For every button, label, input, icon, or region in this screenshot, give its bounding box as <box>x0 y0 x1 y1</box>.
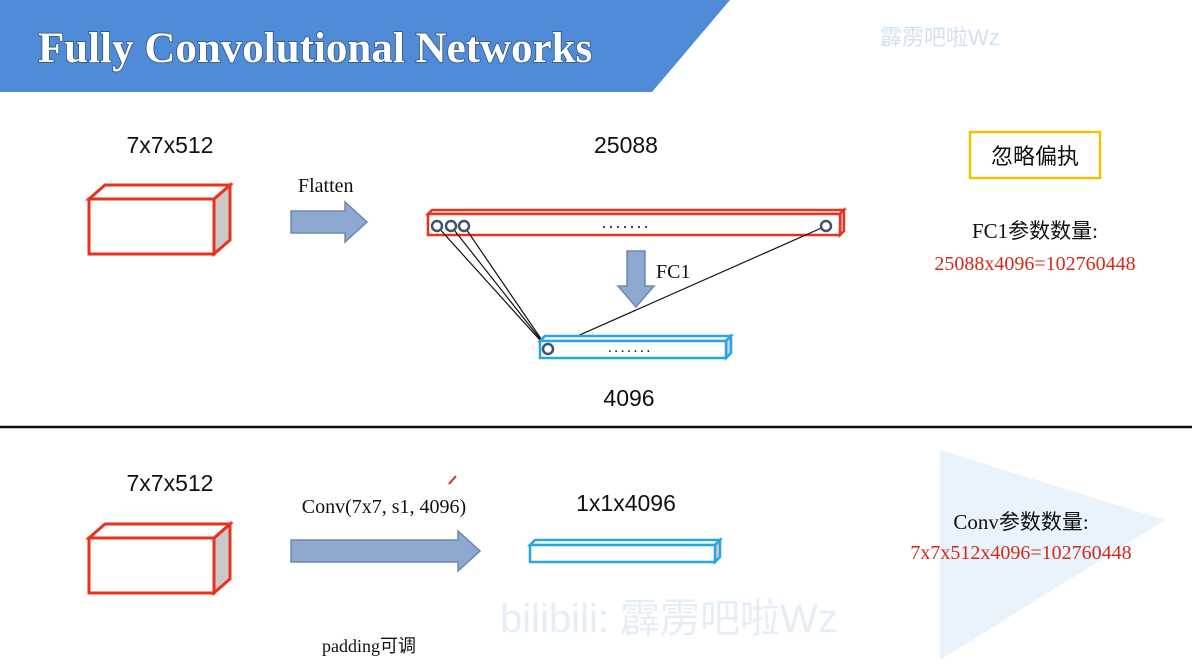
play-watermark-icon <box>940 450 1165 660</box>
flatten-arrow <box>290 200 369 244</box>
bottom-input-box <box>85 520 234 597</box>
flat-vector-label: 25088 <box>594 132 658 158</box>
corner-watermark: 霹雳吧啦Wz <box>880 25 1000 50</box>
fc-output-label: 4096 <box>603 385 654 411</box>
ignore-bias-text: 忽略偏执 <box>991 144 1079 169</box>
conv-label: Conv(7x7, s1, 4096) <box>302 496 466 518</box>
header-banner <box>0 0 730 92</box>
bottom-input-label: 7x7x512 <box>127 470 214 496</box>
conv-output-label: 1x1x4096 <box>576 490 676 516</box>
fc1-label: FC1 <box>656 261 690 283</box>
padding-note: padding可调 <box>322 636 416 656</box>
top-input-label: 7x7x512 <box>127 132 214 158</box>
pen-cursor-icon <box>448 475 457 485</box>
conv-param-title: Conv参数数量: <box>953 510 1088 534</box>
conv-param-formula: 7x7x512x4096=102760448 <box>910 542 1131 564</box>
neuron-nodes <box>430 219 833 233</box>
top-input-box <box>85 181 234 258</box>
flat-vector-bar <box>424 206 848 239</box>
center-watermark: bilibili: 霹雳吧啦Wz <box>500 597 838 641</box>
fc-output-bar <box>536 332 735 362</box>
fc1-arrow <box>616 250 656 309</box>
flatten-label: Flatten <box>298 175 354 197</box>
slide-title: Fully Convolutional Networks <box>38 25 592 72</box>
ignore-bias-badge <box>968 130 1102 180</box>
flat-dots: ....... <box>601 212 650 232</box>
fc1-param-formula: 25088x4096=102760448 <box>934 253 1135 275</box>
output-neuron <box>541 342 555 356</box>
fc-connections <box>436 225 827 350</box>
fc1-param-title: FC1参数数量: <box>972 219 1098 243</box>
output-dots: ....... <box>607 339 652 356</box>
conv-output-bar <box>526 536 724 566</box>
conv-arrow <box>290 529 482 573</box>
